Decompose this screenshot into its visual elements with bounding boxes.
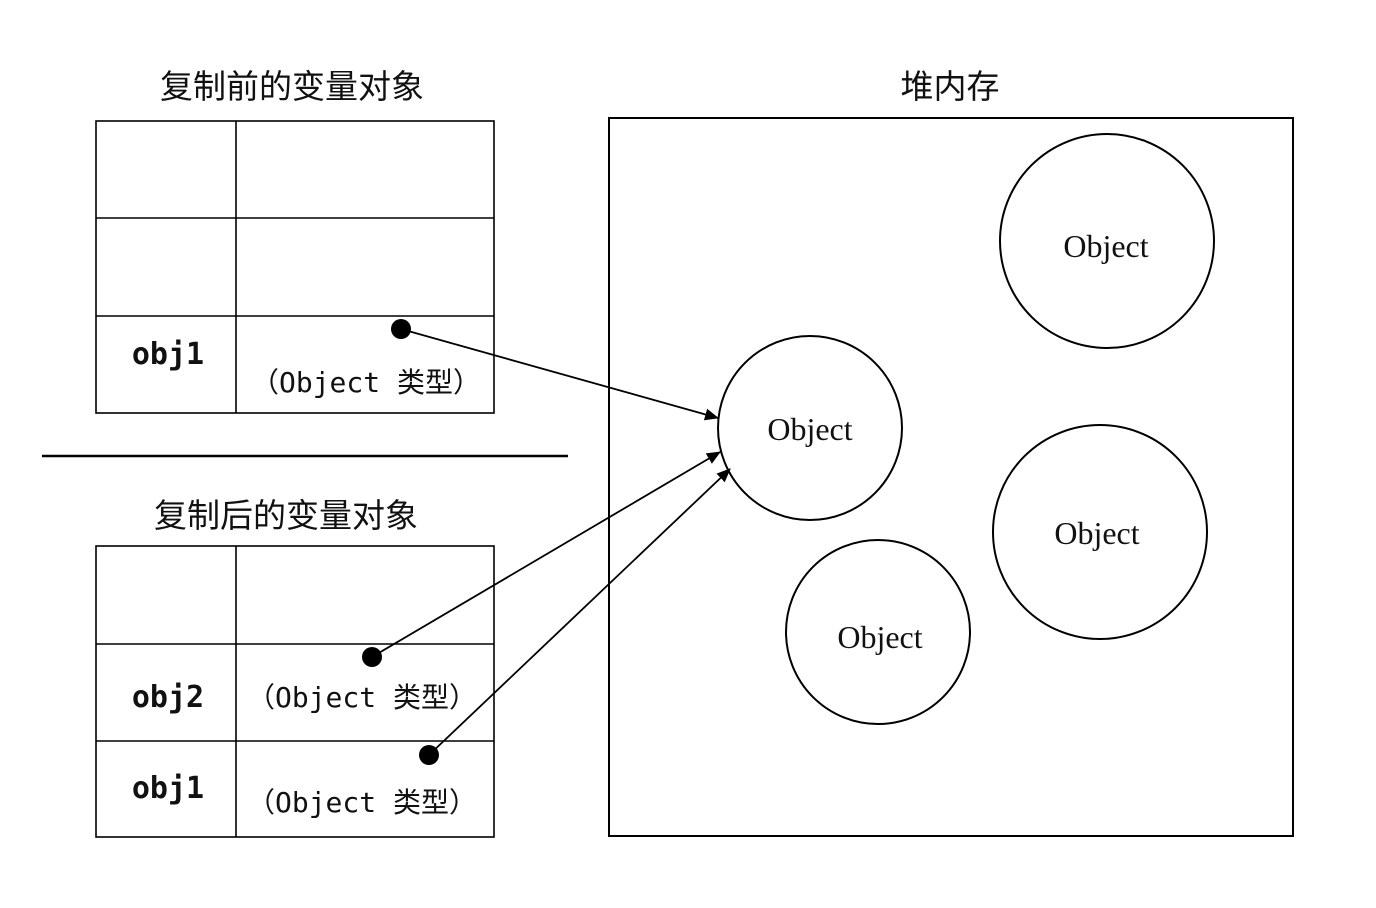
heap-object-label: Object: [767, 411, 852, 447]
heap-object-label: Object: [1054, 515, 1139, 551]
after-variable-table: obj2 （Object 类型） obj1 （Object 类型）: [95, 545, 495, 838]
after-row-3-value: （Object 类型）: [247, 786, 477, 819]
before-title: 复制前的变量对象: [160, 67, 424, 106]
heap-object-label: Object: [1063, 228, 1148, 264]
heap-object-label: Object: [837, 619, 922, 655]
heap-object-middle-right: Object: [992, 424, 1208, 640]
after-row-3-name: obj1: [132, 771, 204, 806]
pointer-arrow-after-obj1: [428, 468, 731, 756]
after-title: 复制后的变量对象: [154, 496, 418, 535]
pointer-arrow-before-obj1: [400, 328, 719, 421]
heap-object-bottom: Object: [785, 539, 971, 725]
pointer-arrow-after-obj2: [371, 451, 721, 658]
after-row-2-name: obj2: [132, 680, 204, 715]
heap-title: 堆内存: [901, 67, 1000, 106]
heap-object-top-right: Object: [999, 133, 1215, 349]
after-row-2-value: （Object 类型）: [247, 681, 477, 714]
heap-object-referenced: Object: [717, 335, 903, 521]
before-row-3-value: （Object 类型）: [251, 366, 481, 399]
before-variable-table: obj1 （Object 类型）: [95, 120, 495, 414]
before-row-3-name: obj1: [132, 337, 204, 372]
